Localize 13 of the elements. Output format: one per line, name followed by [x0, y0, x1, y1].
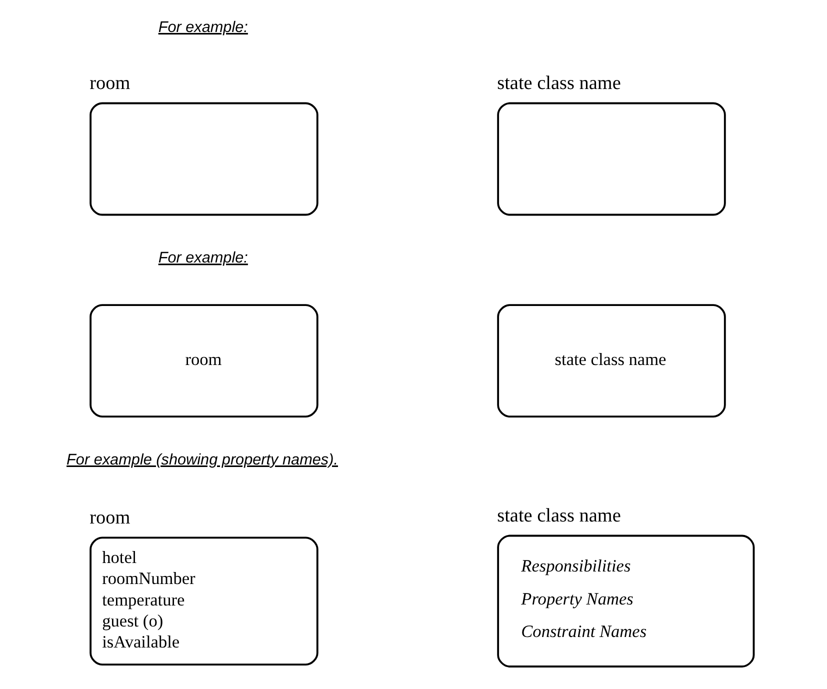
node-label: room	[90, 72, 130, 94]
node-label: state class name	[497, 72, 621, 94]
label: For example:	[158, 250, 248, 267]
label: For example (showing property names).	[66, 451, 338, 468]
node-label: state class name	[497, 505, 621, 526]
node-box	[497, 102, 726, 216]
node-label: room	[90, 507, 130, 528]
node-box: Responsibilities Property Names Constraint Names	[497, 534, 755, 668]
node-box	[90, 102, 318, 216]
node-box: state class name	[497, 304, 726, 418]
label: For example:	[158, 18, 248, 36]
node-box: hotel roomNumber temperature guest (o) isAvailable	[90, 536, 318, 666]
node-box: room	[90, 304, 318, 418]
